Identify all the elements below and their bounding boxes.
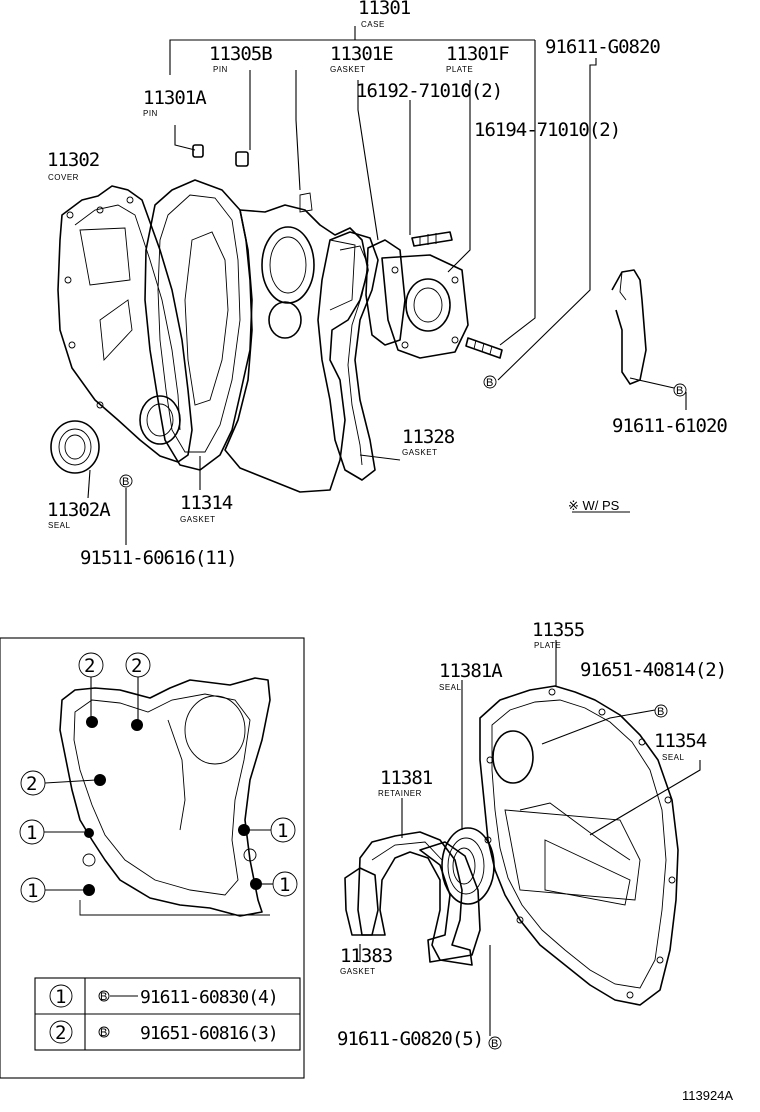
- callout-11301A-desc: PIN: [143, 109, 158, 118]
- svg-text:B: B: [676, 385, 683, 397]
- callout-16192: 16192-71010(2): [356, 80, 502, 102]
- callout-16194: 16194-71010(2): [474, 119, 620, 141]
- svg-text:B: B: [657, 706, 664, 718]
- callout-11328: 11328: [402, 426, 455, 448]
- marker-2c: 2: [20, 770, 46, 796]
- callout-11301E: 11301E: [330, 43, 393, 65]
- svg-text:2: 2: [26, 773, 36, 795]
- callout-91611-G0820: 91611-G0820: [545, 36, 660, 58]
- svg-text:2: 2: [55, 1022, 65, 1044]
- rear-plate-assembly: B B: [344, 640, 701, 1050]
- svg-text:B: B: [486, 377, 493, 389]
- svg-text:91651-60816(3): 91651-60816(3): [140, 1023, 278, 1044]
- svg-text:91611-60830(4): 91611-60830(4): [140, 987, 278, 1008]
- callout-11302A-desc: SEAL: [48, 521, 71, 530]
- callout-91611-61020: 91611-61020: [612, 415, 727, 437]
- callout-11305B: 11305B: [209, 43, 272, 65]
- callout-11355-desc: PLATE: [534, 641, 561, 650]
- callout-11383: 11383: [340, 945, 393, 967]
- callout-11305B-desc: PIN: [213, 65, 228, 74]
- marker-2b: 2: [125, 652, 151, 678]
- callout-11381A: 11381A: [439, 660, 503, 682]
- svg-text:2: 2: [84, 655, 94, 677]
- svg-text:B: B: [100, 1027, 107, 1039]
- svg-text:B: B: [491, 1038, 498, 1050]
- svg-text:1: 1: [26, 822, 37, 844]
- callout-11314: 11314: [180, 492, 233, 514]
- callout-11381-desc: RETAINER: [378, 789, 422, 798]
- callout-11301A: 11301A: [143, 87, 207, 109]
- callout-11354-desc: SEAL: [662, 753, 685, 762]
- svg-text:1: 1: [27, 880, 38, 902]
- callout-11355: 11355: [532, 619, 584, 641]
- svg-text:B: B: [122, 476, 129, 488]
- legend-table: 1 B 91611-60830(4) 2 B 91651-60816(3): [34, 977, 301, 1051]
- callout-11383-desc: GASKET: [340, 967, 375, 976]
- marker-1a: 1: [19, 819, 45, 845]
- marker-1c: 1: [270, 817, 296, 843]
- svg-text:1: 1: [279, 874, 290, 896]
- svg-text:2: 2: [131, 655, 141, 677]
- callout-11328-desc: GASKET: [402, 448, 437, 457]
- marker-1b: 1: [20, 877, 46, 903]
- callout-11301F-desc: PLATE: [446, 65, 473, 74]
- callout-91611-G0820-5: 91611-G0820(5): [337, 1028, 483, 1050]
- callout-11314-desc: GASKET: [180, 515, 215, 524]
- callout-11381: 11381: [380, 767, 433, 789]
- inset-box: 2 2 2 1 1 1 1: [0, 637, 305, 1079]
- callout-11301-desc: CASE: [361, 20, 385, 29]
- svg-text:1: 1: [55, 986, 66, 1008]
- callout-11302A: 11302A: [47, 499, 111, 521]
- callout-11302: 11302: [47, 149, 99, 171]
- legend-row-1: 1 B 91611-60830(4): [49, 984, 279, 1008]
- svg-text:1: 1: [277, 820, 288, 842]
- marker-1d: 1: [272, 871, 298, 897]
- callout-11381A-desc: SEAL: [439, 683, 462, 692]
- marker-2a: 2: [78, 652, 104, 678]
- callout-11301E-desc: GASKET: [330, 65, 365, 74]
- timing-cover-assembly: B B B: [50, 26, 687, 545]
- figure-id: 113924A: [682, 1088, 733, 1103]
- callouts: 11301 CASE 11305B PIN 11301E GASKET 1130…: [47, 0, 733, 1103]
- callout-11302-desc: COVER: [48, 173, 79, 182]
- callout-11301: 11301: [358, 0, 411, 19]
- svg-text:B: B: [100, 991, 107, 1003]
- callout-11354: 11354: [654, 730, 707, 752]
- note-w-ps: ※ W/ PS: [568, 498, 620, 513]
- callout-11301F: 11301F: [446, 43, 509, 65]
- callout-91651-40814: 91651-40814(2): [580, 659, 726, 681]
- callout-91511: 91511-60616(11): [80, 547, 237, 569]
- legend-row-2: 2 B 91651-60816(3): [49, 1020, 279, 1044]
